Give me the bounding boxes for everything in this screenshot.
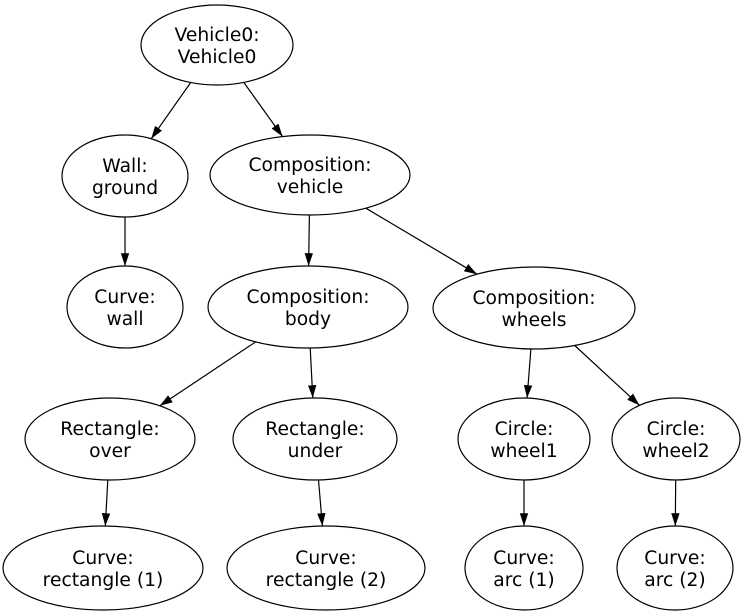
node-label-line: rectangle (2) [266, 570, 387, 591]
node-rectangle_under: Rectangle:under [232, 397, 398, 481]
node-label-line: rectangle (1) [43, 570, 164, 591]
node-label-line: Vehicle0: [174, 25, 259, 46]
node-label-line: Vehicle0 [178, 47, 257, 68]
node-ellipse [616, 525, 734, 611]
edge-rectangle_under-to-curve_rectangle_2 [317, 479, 326, 527]
node-label-line: Composition: [472, 288, 595, 309]
node-curve_arc_2: Curve:arc (2) [616, 525, 734, 611]
node-ellipse [464, 525, 584, 611]
node-label-line: ground [92, 178, 158, 199]
node-ellipse [209, 134, 411, 216]
edge-composition_body-to-rectangle_under [307, 347, 317, 399]
node-ellipse [24, 397, 196, 481]
node-ellipse [207, 265, 409, 349]
node-ellipse [611, 397, 741, 481]
node-ellipse [457, 397, 591, 481]
node-label-line: Circle: [495, 419, 554, 440]
node-label-line: under [288, 441, 343, 462]
node-label-line: Composition: [248, 155, 371, 176]
node-label-line: wheels [501, 310, 566, 331]
node-label-line: body [285, 309, 331, 330]
node-label-line: Curve: [295, 548, 356, 569]
node-ellipse [226, 525, 426, 611]
node-curve_wall: Curve:wall [66, 265, 184, 349]
node-label-line: arc (1) [493, 570, 554, 591]
node-composition_vehicle: Composition:vehicle [209, 134, 411, 216]
node-curve_rectangle_2: Curve:rectangle (2) [226, 525, 426, 611]
node-label-line: over [89, 441, 131, 462]
node-label-line: Rectangle: [265, 419, 364, 440]
edges-layer [101, 82, 680, 527]
node-label-line: Curve: [644, 548, 705, 569]
node-ellipse [140, 4, 294, 86]
node-label-line: arc (2) [644, 570, 705, 591]
edge-composition_vehicle-to-composition_body [304, 214, 314, 267]
node-label-line: Curve: [72, 548, 133, 569]
node-ellipse [2, 525, 204, 611]
node-label-line: Composition: [246, 287, 369, 308]
edge-composition_vehicle-to-composition_wheels [365, 207, 478, 275]
node-ellipse [432, 266, 636, 350]
node-curve_rectangle_1: Curve:rectangle (1) [2, 525, 204, 611]
node-label-line: Rectangle: [60, 419, 159, 440]
node-ellipse [61, 134, 189, 218]
node-vehicle0: Vehicle0:Vehicle0 [140, 4, 294, 86]
node-label-line: wheel2 [642, 441, 709, 462]
node-composition_wheels: Composition:wheels [432, 266, 636, 350]
node-label-line: wheel1 [490, 441, 557, 462]
node-label-line: wall [106, 309, 143, 330]
nodes-layer: Vehicle0:Vehicle0Wall:groundComposition:… [2, 4, 741, 611]
edge-rectangle_over-to-curve_rectangle_1 [101, 479, 111, 527]
node-curve_arc_1: Curve:arc (1) [464, 525, 584, 611]
node-circle_wheel1: Circle:wheel1 [457, 397, 591, 481]
node-ellipse [66, 265, 184, 349]
node-label-line: Curve: [94, 287, 155, 308]
edge-composition_wheels-to-circle_wheel1 [523, 348, 533, 399]
node-composition_body: Composition:body [207, 265, 409, 349]
edge-vehicle0-to-composition_vehicle [243, 82, 283, 137]
node-label-line: vehicle [277, 177, 344, 198]
node-circle_wheel2: Circle:wheel2 [611, 397, 741, 481]
node-wall_ground: Wall:ground [61, 134, 189, 218]
node-ellipse [232, 397, 398, 481]
edge-vehicle0-to-wall_ground [150, 82, 192, 140]
node-label-line: Wall: [102, 156, 147, 177]
edge-composition_body-to-rectangle_over [159, 341, 256, 407]
edge-composition_wheels-to-circle_wheel2 [574, 345, 640, 406]
node-label-line: Circle: [647, 419, 706, 440]
node-rectangle_over: Rectangle:over [24, 397, 196, 481]
node-label-line: Curve: [493, 548, 554, 569]
